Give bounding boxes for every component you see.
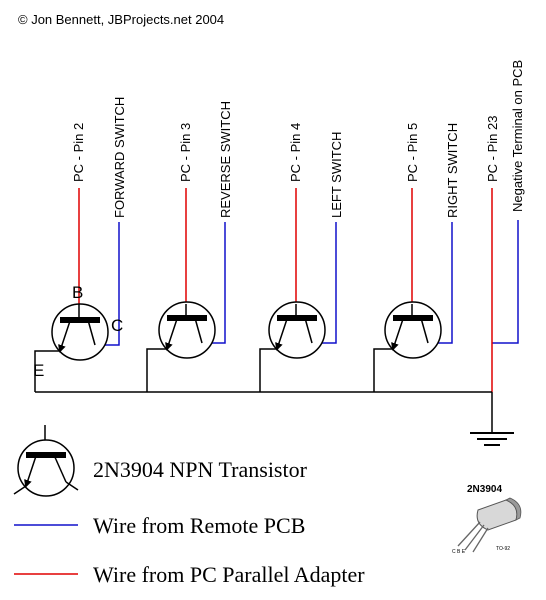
- ground-icon: [470, 432, 514, 446]
- npn-transistor: [51, 303, 109, 361]
- legend-remote-label: Wire from Remote PCB: [93, 513, 305, 538]
- pc-pin-23-label: PC - Pin 23: [485, 116, 500, 182]
- channel-forward: PC - Pin 2 FORWARD SWITCH B C E: [33, 97, 127, 392]
- pc-pin-label: PC - Pin 3: [178, 123, 193, 182]
- npn-transistor-icon: [13, 425, 79, 497]
- to92-package: 2N3904 C B E TO-92: [452, 484, 522, 555]
- pcb-negative-label: Negative Terminal on PCB: [510, 60, 525, 212]
- base-pin-label: B: [72, 283, 83, 302]
- channel-reverse: PC - Pin 3 REVERSE SWITCH: [146, 101, 233, 392]
- channel-left: PC - Pin 4 LEFT SWITCH: [259, 123, 344, 392]
- copyright-text: © Jon Bennett, JBProjects.net 2004: [18, 12, 224, 27]
- emitter-wire: [373, 348, 393, 392]
- to92-package-icon: [457, 497, 522, 553]
- npn-transistor: [268, 301, 326, 359]
- pc-pin-label: PC - Pin 4: [288, 123, 303, 182]
- emitter-wire: [259, 348, 277, 392]
- npn-transistor: [158, 301, 216, 359]
- remote-ground-wire: [492, 220, 519, 344]
- emitter-wire: [34, 350, 60, 392]
- pc-pin-label: PC - Pin 5: [405, 123, 420, 182]
- pc-pin-label: PC - Pin 2: [71, 123, 86, 182]
- channel-right: PC - Pin 5 RIGHT SWITCH: [373, 123, 460, 392]
- legend: 2N3904 NPN Transistor Wire from Remote P…: [13, 425, 365, 587]
- switch-label: REVERSE SWITCH: [218, 101, 233, 218]
- emitter-wire: [146, 348, 167, 392]
- switch-label: RIGHT SWITCH: [445, 123, 460, 218]
- switch-label: LEFT SWITCH: [329, 132, 344, 218]
- package-pin-labels: C B E: [452, 549, 466, 555]
- legend-transistor-label: 2N3904 NPN Transistor: [93, 457, 308, 482]
- legend-pc-label: Wire from PC Parallel Adapter: [93, 562, 365, 587]
- switch-label: FORWARD SWITCH: [112, 97, 127, 218]
- package-part-label: 2N3904: [467, 484, 502, 495]
- npn-transistor: [384, 301, 442, 359]
- ground-channel: PC - Pin 23 Negative Terminal on PCB: [35, 60, 525, 446]
- collector-pin-label: C: [111, 316, 123, 335]
- package-type-label: TO-92: [496, 546, 510, 552]
- emitter-pin-label: E: [33, 361, 44, 380]
